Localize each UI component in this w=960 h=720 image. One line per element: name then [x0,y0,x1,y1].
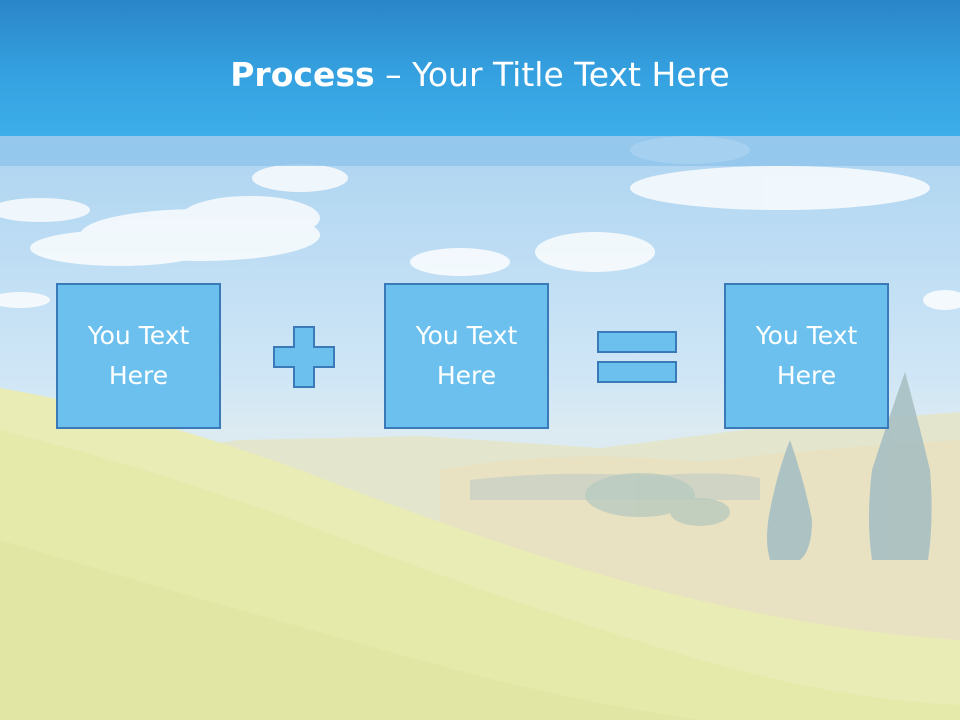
title-bold-part: Process [230,55,375,94]
equals-icon [597,331,677,383]
plus-icon [273,326,335,388]
process-box-1[interactable]: You Text Here [56,283,221,429]
title-rest-part: – Your Title Text Here [374,55,730,94]
title-bar [0,0,960,136]
slide-title[interactable]: Process – Your Title Text Here [0,52,960,98]
process-box-2-text: You Text Here [415,321,518,390]
title-bar-strip [0,136,960,166]
process-box-1-text: You Text Here [87,321,190,390]
process-box-3-text: You Text Here [755,321,858,390]
process-box-3[interactable]: You Text Here [724,283,889,429]
process-box-2[interactable]: You Text Here [384,283,549,429]
